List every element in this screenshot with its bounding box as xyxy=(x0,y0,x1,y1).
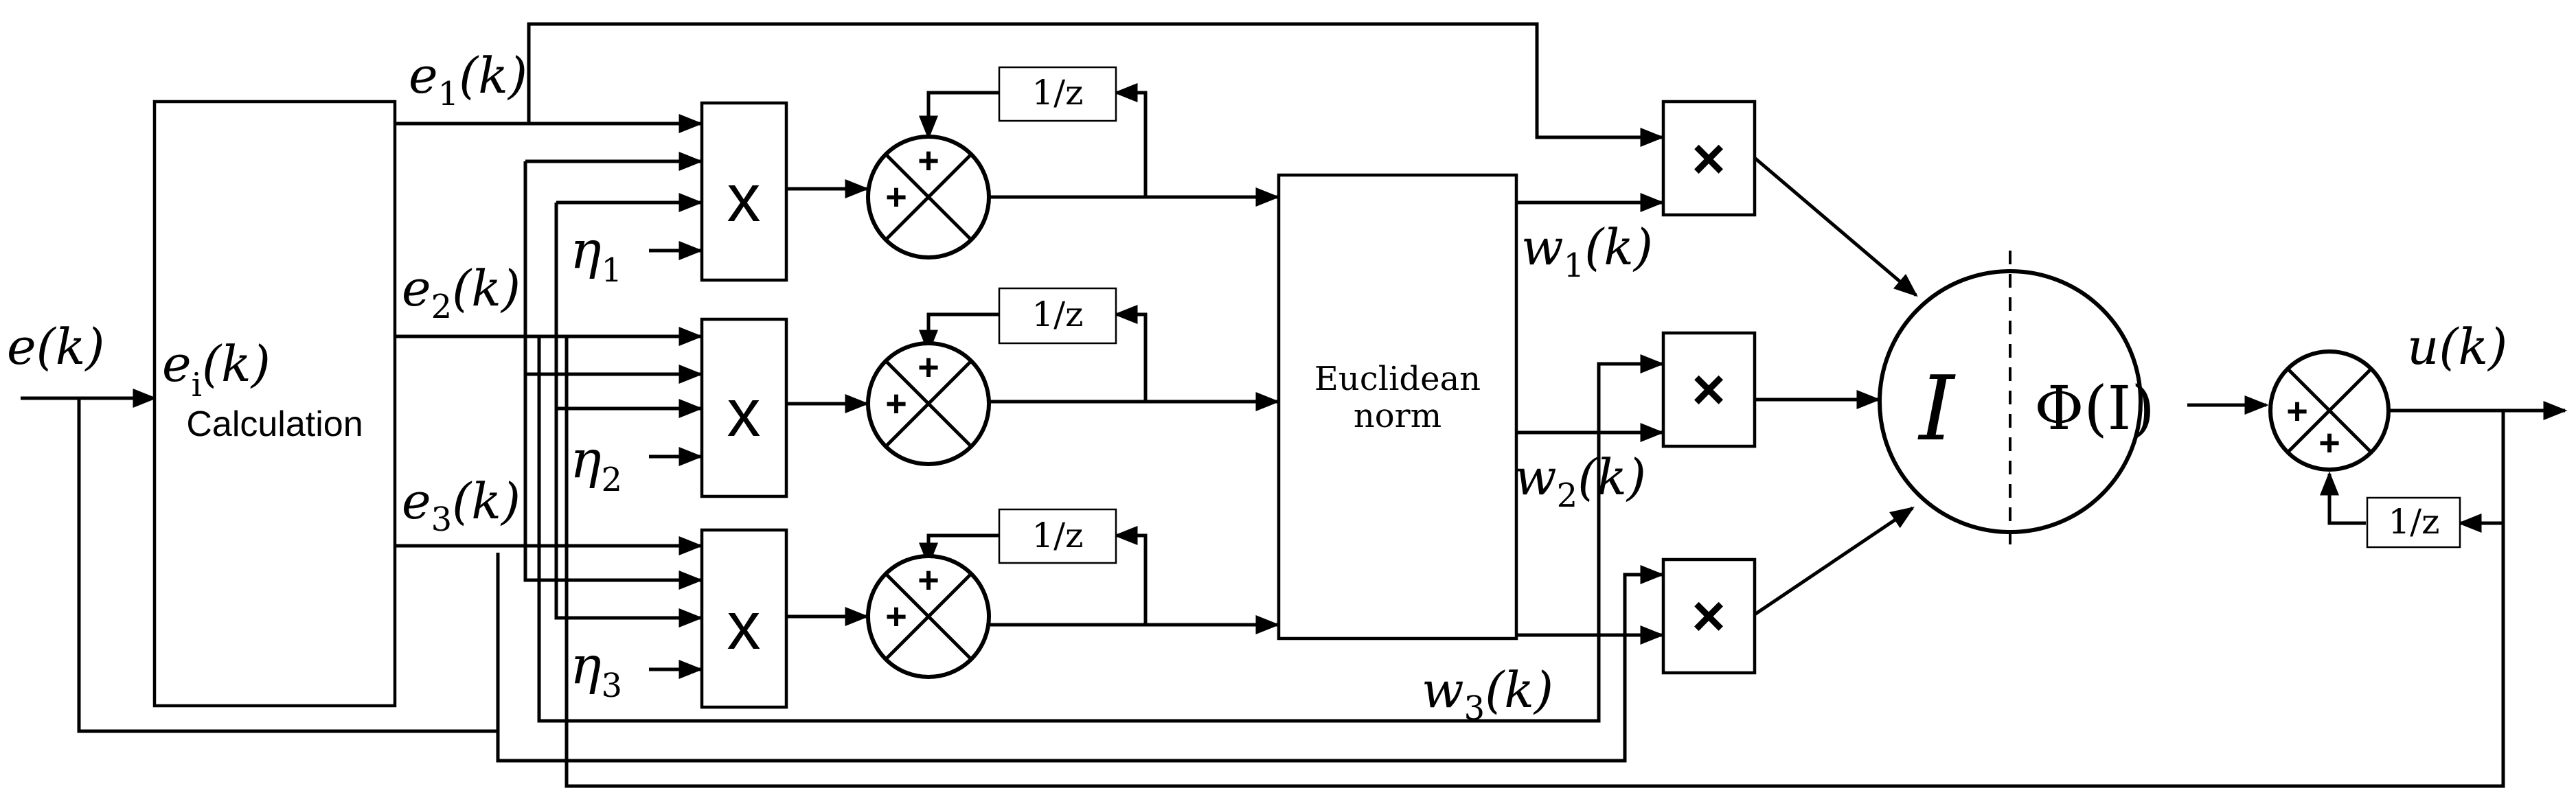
signal-wires xyxy=(21,22,2568,788)
sum-1-top-sign: + xyxy=(917,140,939,181)
weight-multiplier-3-symbol: × xyxy=(1691,584,1725,648)
e1-bypass-wire xyxy=(527,22,1665,147)
euclidean-norm-block: Euclidean norm xyxy=(1277,173,1518,641)
multiplier-2-symbol: x xyxy=(727,375,761,450)
e2-label: e2(k) xyxy=(402,260,521,326)
delay-block-2: 1/z xyxy=(998,287,1117,345)
w1-label: w1(k) xyxy=(1521,218,1653,285)
delay2-loop-in xyxy=(1113,305,1148,402)
weight-multiplier-2: × xyxy=(1661,331,1757,448)
sum-3-left-sign: + xyxy=(885,596,907,637)
output-sum-bottom-sign: + xyxy=(2318,422,2340,463)
neuron-input-label: I xyxy=(1917,356,1956,461)
calc-label: Calculation xyxy=(186,404,363,444)
out-delay-out xyxy=(2320,471,2366,525)
delay-1-label: 1/z xyxy=(1032,73,1084,113)
multiplier-3-symbol: x xyxy=(727,588,761,663)
eta3-label: η3 xyxy=(570,634,622,705)
e3-bypass-wire xyxy=(496,553,1665,763)
weight-multiplier-1: × xyxy=(1661,100,1757,217)
weight-multiplier-3: × xyxy=(1661,557,1757,675)
delay3-loop-in xyxy=(1113,526,1148,625)
multiplier-3: x xyxy=(700,528,788,709)
w3-label: w3(k) xyxy=(1422,661,1553,728)
delay1-loop-out xyxy=(919,91,999,140)
delay2-loop-out xyxy=(919,312,999,354)
calc-arg: (k) xyxy=(202,335,271,393)
norm-label-line1: Euclidean xyxy=(1314,360,1481,398)
delay-block-3: 1/z xyxy=(998,508,1117,564)
output-sum-left-sign: + xyxy=(2286,391,2308,432)
delay1-loop-in xyxy=(1113,83,1148,197)
output-feedback-wire xyxy=(565,336,2505,788)
cross-feed-e2-top xyxy=(523,161,703,590)
e2-bypass-wire xyxy=(537,336,1665,723)
output-delay-label: 1/z xyxy=(2389,502,2440,542)
delay-3-label: 1/z xyxy=(1032,516,1084,555)
w2-label: w2(k) xyxy=(1514,448,1646,515)
w1-to-neuron xyxy=(1753,157,1918,297)
delay-block-1: 1/z xyxy=(998,66,1117,122)
multiplier-1: x xyxy=(700,101,788,282)
weight-multiplier-2-symbol: × xyxy=(1691,357,1725,422)
neuron-block: I Φ(I) xyxy=(1878,251,2155,549)
calc-e-symbol: e xyxy=(162,335,192,393)
svg-text:ei(k): ei(k) xyxy=(162,335,271,404)
sum-junction-1: + + xyxy=(866,135,991,260)
sum-3-top-sign: + xyxy=(917,560,939,601)
output-sum-junction: + + xyxy=(2268,349,2391,472)
multiplier-2: x xyxy=(700,317,788,498)
eta1-label: η1 xyxy=(570,219,622,290)
calc-i-subscript: i xyxy=(192,366,202,404)
output-delay-block: 1/z xyxy=(2366,496,2461,549)
output-signal-label: u(k) xyxy=(2407,318,2507,376)
delay-2-label: 1/z xyxy=(1032,295,1084,334)
calculation-block: ei(k) Calculation xyxy=(152,100,397,708)
sum-2-top-sign: + xyxy=(917,347,939,388)
neuron-activation-label: Φ(I) xyxy=(2034,373,2155,444)
sum-1-left-sign: + xyxy=(885,176,907,218)
signal-labels: e(k) u(k) e1(k) e2(k) e3(k) η1 η2 η3 w1(… xyxy=(7,47,2507,728)
e1-label: e1(k) xyxy=(409,47,527,113)
eta2-label: η2 xyxy=(570,428,622,499)
multiplier-1-symbol: x xyxy=(727,160,761,235)
input-signal-label: e(k) xyxy=(7,318,104,376)
sum-junction-3: + + xyxy=(866,554,991,679)
sum-junction-2: + + xyxy=(866,341,991,466)
cross-feed-a-v xyxy=(554,203,703,627)
sum-2-left-sign: + xyxy=(885,383,907,424)
w3-to-neuron xyxy=(1753,506,1915,617)
weight-multiplier-1-symbol: × xyxy=(1691,126,1725,191)
norm-label-line2: norm xyxy=(1354,397,1441,435)
e3-label: e3(k) xyxy=(402,472,521,539)
